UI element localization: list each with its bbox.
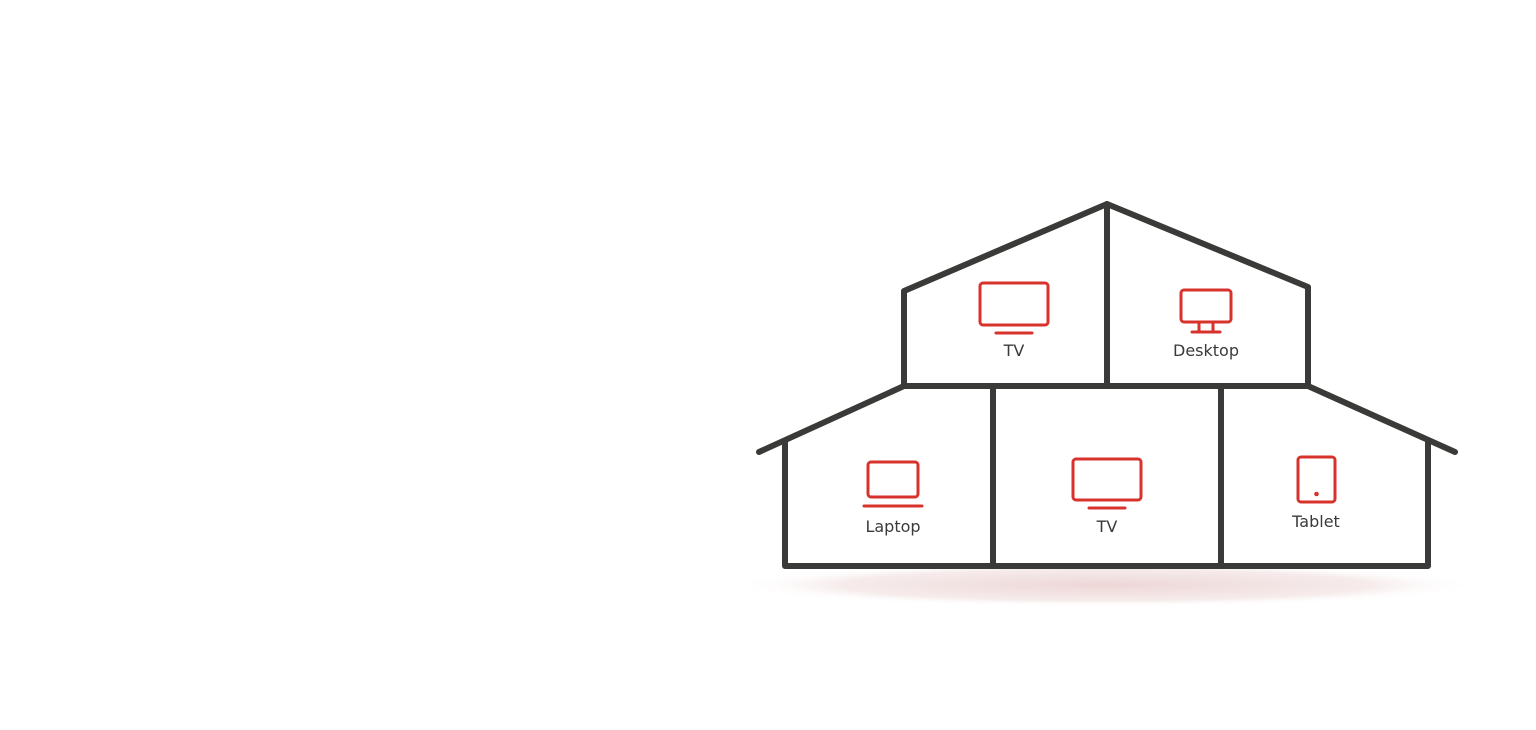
room-label-upper-left: TV	[1003, 341, 1025, 360]
room-lower-right: Tablet	[1291, 455, 1340, 531]
tv-icon	[978, 281, 1050, 335]
room-upper-left: TV	[978, 281, 1050, 360]
house-outline	[756, 201, 1458, 569]
room-lower-left: Laptop	[862, 460, 924, 536]
laptop-icon	[862, 460, 924, 508]
room-label-lower-right: Tablet	[1291, 512, 1340, 531]
desktop-icon	[1179, 288, 1233, 334]
tablet-home-dot	[1314, 491, 1319, 497]
left-eave	[756, 383, 907, 455]
room-lower-middle: TV	[1071, 457, 1143, 536]
room-label-lower-left: Laptop	[865, 517, 920, 536]
room-label-lower-middle: TV	[1096, 517, 1118, 536]
tv-icon	[1071, 457, 1143, 510]
tablet-icon	[1296, 455, 1337, 504]
right-eave	[1305, 383, 1458, 455]
room-label-upper-right: Desktop	[1173, 341, 1239, 360]
ground-shadow	[730, 563, 1480, 607]
lower-walls	[782, 438, 1431, 569]
room-upper-right: Desktop	[1173, 288, 1239, 360]
